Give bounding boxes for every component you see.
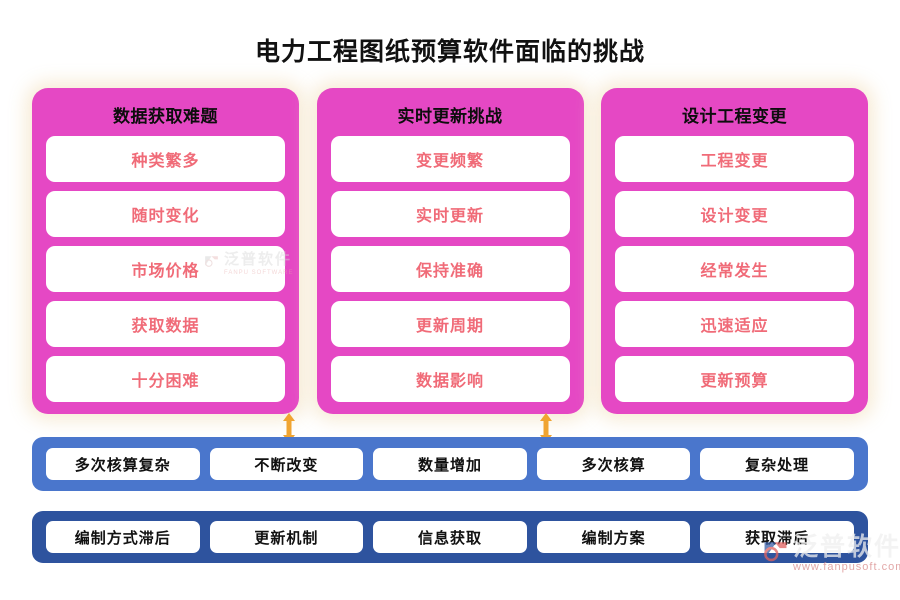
bar-chip[interactable]: 复杂处理: [700, 448, 854, 480]
item-card[interactable]: 数据影响: [330, 356, 570, 402]
column-item-list: 种类繁多 随时变化 市场价格 获取数据 十分困难: [46, 136, 285, 402]
column-data-acquisition: 数据获取难题 种类繁多 随时变化 市场价格 获取数据 十分困难: [32, 88, 299, 414]
double-arrow-icon: [282, 413, 296, 443]
bottom-bar-row-1: 多次核算复杂 不断改变 数量增加 多次核算 复杂处理: [32, 437, 868, 491]
bar-chip[interactable]: 多次核算复杂: [46, 448, 200, 480]
column-realtime-update: 实时更新挑战 变更频繁 实时更新 保持准确 更新周期 数据影响: [316, 88, 584, 414]
bar-chip[interactable]: 不断改变: [209, 448, 364, 480]
column-heading: 设计工程变更: [682, 107, 787, 126]
page-title: 电力工程图纸预算软件面临的挑战: [254, 38, 645, 66]
column-item-list: 工程变更 设计变更 经常发生 迅速适应 更新预算: [615, 136, 854, 402]
bar-chip[interactable]: 数量增加: [373, 448, 527, 480]
item-card[interactable]: 市场价格: [46, 246, 285, 292]
column-heading: 数据获取难题: [113, 107, 218, 126]
item-card[interactable]: 随时变化: [46, 191, 285, 237]
bar-chip[interactable]: 更新机制: [209, 521, 364, 553]
item-card[interactable]: 设计变更: [615, 191, 854, 237]
column-design-change: 设计工程变更 工程变更 设计变更 经常发生 迅速适应 更新预算: [601, 88, 868, 414]
item-card[interactable]: 经常发生: [615, 246, 854, 292]
columns-container: 数据获取难题 种类繁多 随时变化 市场价格 获取数据 十分困难 实时更新挑战 变…: [32, 88, 868, 414]
column-heading: 实时更新挑战: [397, 107, 503, 126]
bottom-bar-row-2: 编制方式滞后 更新机制 信息获取 编制方案 获取滞后: [32, 511, 868, 563]
item-card[interactable]: 更新预算: [615, 356, 854, 402]
bar-chip[interactable]: 编制方案: [536, 521, 691, 553]
item-card[interactable]: 变更频繁: [330, 136, 570, 182]
bar-chip[interactable]: 多次核算: [536, 448, 691, 480]
item-card[interactable]: 工程变更: [615, 136, 854, 182]
bar-chip[interactable]: 编制方式滞后: [46, 521, 200, 553]
bar-chip[interactable]: 获取滞后: [700, 521, 854, 553]
watermark-brand-subtext: www.fanpusoft.com: [793, 561, 900, 573]
item-card[interactable]: 实时更新: [330, 191, 570, 237]
item-card[interactable]: 更新周期: [330, 301, 570, 347]
item-card[interactable]: 获取数据: [46, 301, 285, 347]
item-card[interactable]: 种类繁多: [46, 136, 285, 182]
double-arrow-icon: [539, 413, 553, 443]
bar-chip[interactable]: 信息获取: [373, 521, 527, 553]
column-item-list: 变更频繁 实时更新 保持准确 更新周期 数据影响: [330, 136, 570, 402]
item-card[interactable]: 十分困难: [46, 356, 285, 402]
item-card[interactable]: 保持准确: [330, 246, 570, 292]
item-card[interactable]: 迅速适应: [615, 301, 854, 347]
